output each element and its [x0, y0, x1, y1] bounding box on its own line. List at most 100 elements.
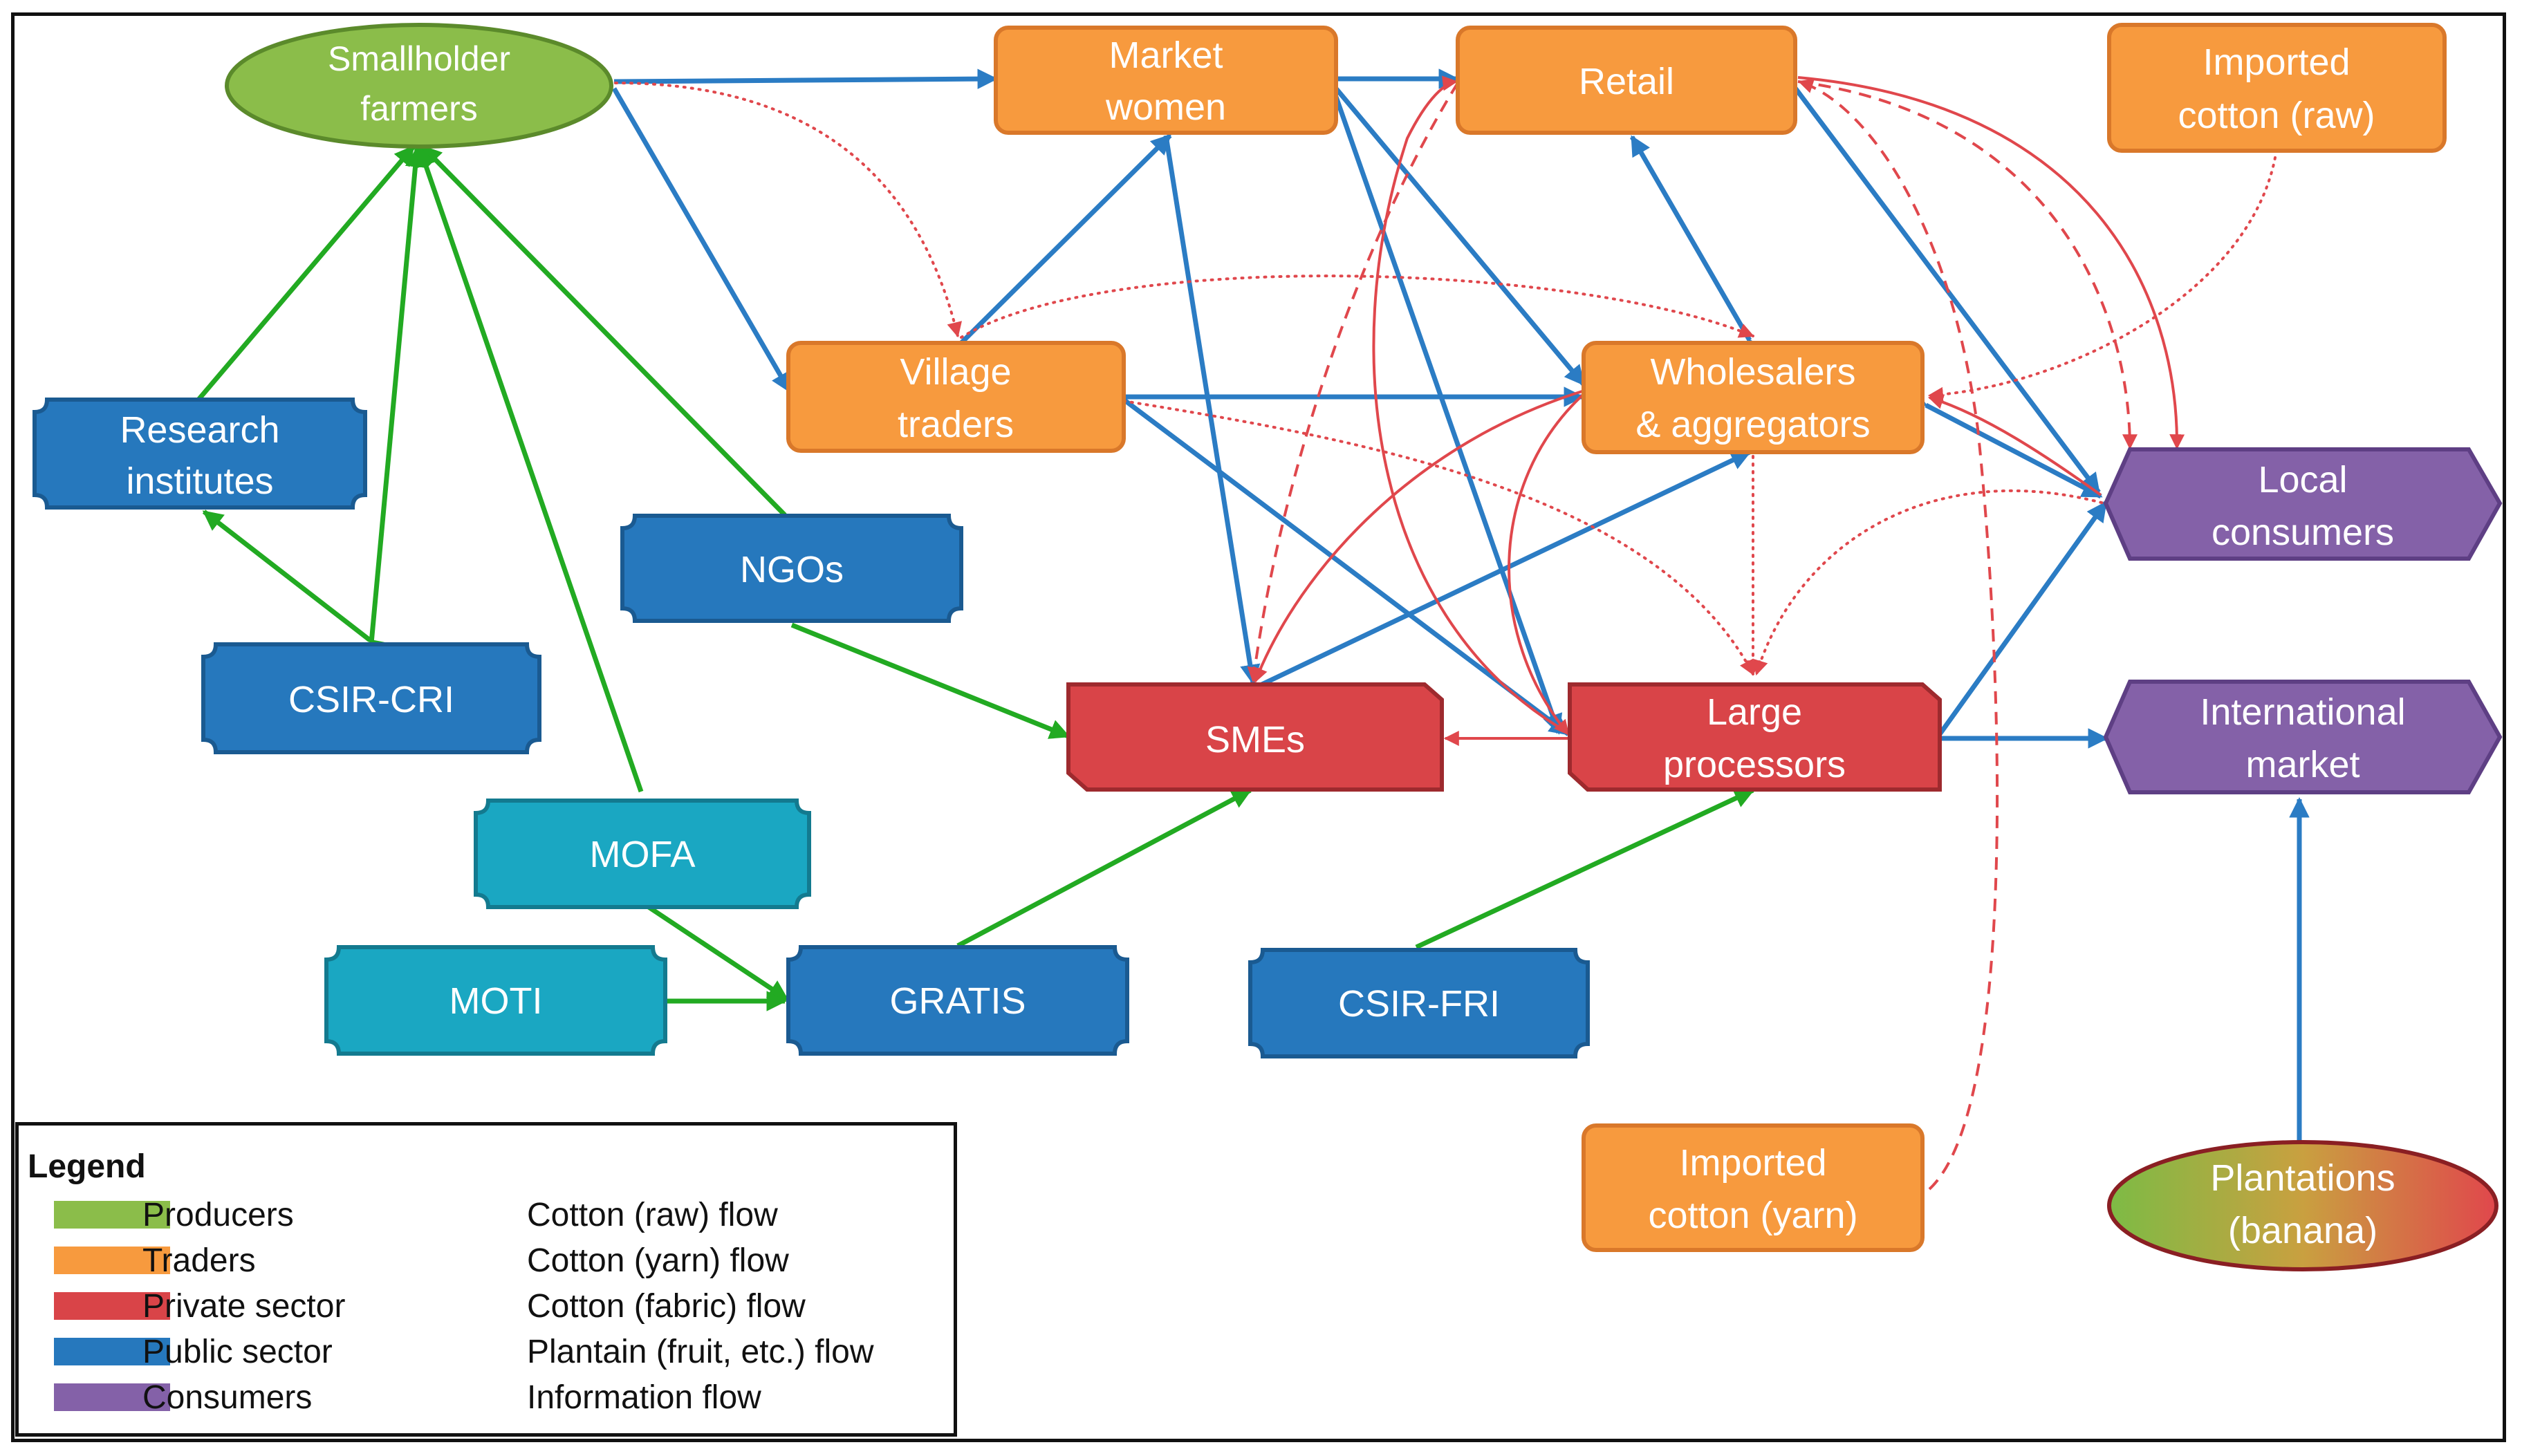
node-imported-cotton-yarn: Imported cotton (yarn)	[1582, 1123, 1925, 1252]
node-csir-fri-label: CSIR-FRI	[1338, 983, 1500, 1025]
node-local-consumers: Local consumers	[2103, 447, 2503, 561]
plantain-flow-farmers-to-villagetraders	[611, 87, 792, 393]
legend-label-consumers: Consumers	[142, 1379, 313, 1416]
plantain-flow-retail-wholesalers-bidir	[1629, 135, 1768, 362]
node-village-traders-label-1: Village	[900, 351, 1011, 393]
node-wholesalers: Wholesalers & aggregators	[1582, 341, 1925, 454]
node-international-market: International market	[2103, 680, 2503, 794]
info-flow-ngos-to-farmers	[420, 144, 787, 517]
node-plantations: Plantations (banana)	[2107, 1140, 2498, 1271]
node-mofa: MOFA	[474, 799, 811, 909]
node-csir-cri-label: CSIR-CRI	[288, 679, 454, 720]
info-flow-mofa-to-farmers	[416, 146, 644, 793]
plantain-flow-marketwomen-to-processors	[1333, 95, 1563, 735]
plantain-flow-villagetraders-to-marketwomen	[959, 133, 1172, 345]
legend-box	[15, 1122, 957, 1437]
node-plantations-label-1: Plantations	[2210, 1157, 2395, 1199]
legend-label-private: Private sector	[142, 1288, 346, 1325]
raw-flow-villagetraders-to-wholesalers	[960, 274, 1755, 339]
node-research-institutes: Research institutes	[33, 398, 367, 510]
legend-label-producers: Producers	[142, 1197, 294, 1233]
info-flow-ngos-to-smes	[790, 622, 1070, 739]
node-local-consumers-label-2: consumers	[2212, 512, 2394, 553]
info-flow-mofa-to-gratis	[645, 904, 789, 1001]
node-ngos-label: NGOs	[740, 549, 844, 590]
legend-swatch-public	[54, 1338, 170, 1365]
node-retail-label: Retail	[1579, 61, 1674, 102]
raw-flow-importedraw-to-wholesalers	[1927, 156, 2277, 402]
node-large-processors-label-1: Large	[1707, 691, 1802, 733]
fabric-flow-retail-to-local	[1797, 76, 2185, 450]
node-international-label-2: market	[2245, 744, 2359, 785]
node-gratis-label: GRATIS	[889, 980, 1026, 1022]
node-smallholder-label-2: farmers	[360, 89, 477, 128]
node-imported-cotton-raw: Imported cotton (raw)	[2107, 23, 2447, 153]
node-smes-label: SMEs	[1205, 719, 1305, 760]
node-smallholder-label-1: Smallholder	[328, 39, 510, 78]
legend-label-plantain-flow: Plantain (fruit, etc.) flow	[527, 1334, 874, 1370]
plantain-flow-wholesalers-local-bidir	[1904, 387, 2103, 499]
node-moti-label: MOTI	[449, 980, 543, 1022]
node-imported-raw-label-2: cotton (raw)	[2178, 95, 2375, 136]
node-plantations-label-2: (banana)	[2228, 1210, 2377, 1251]
node-wholesalers-label-1: Wholesalers	[1650, 351, 1855, 393]
node-gratis: GRATIS	[786, 945, 1129, 1056]
plantain-flow-marketwomen-to-wholesalers	[1334, 86, 1586, 386]
plantain-flow-farmers-to-marketwomen	[613, 68, 998, 89]
info-flow-csircri-to-farmers	[369, 147, 426, 644]
yarn-flow-importedyarn-to-retail	[1797, 78, 1999, 1191]
plantain-flow-smes-wholesalers-bidir	[1232, 449, 1752, 706]
yarn-flow-retail-to-smes	[1247, 82, 1459, 683]
raw-flow-villagetraders-to-processors	[1122, 400, 1754, 675]
node-research-label-1: Research	[120, 409, 279, 451]
fabric-flow-wholesalers-to-processors	[1508, 393, 1585, 736]
raw-flow-local-to-processors	[1753, 489, 2111, 676]
node-smallholder-farmers: Smallholder farmers	[225, 23, 613, 149]
node-large-processors-label-2: processors	[1663, 744, 1846, 785]
node-moti: MOTI	[324, 945, 667, 1056]
diagram-frame	[11, 12, 2506, 1442]
yarn-flow-retail-to-local	[1797, 80, 2138, 450]
plantain-flow-marketwomen-to-smes	[1163, 135, 1261, 685]
raw-flow-farmers-to-villagetraders	[614, 82, 962, 338]
node-market-women: Market women	[994, 26, 1338, 135]
info-flow-csirfri-to-processors	[1415, 787, 1755, 950]
legend-label-traders: Traders	[142, 1242, 256, 1279]
legend-swatch-consumers	[54, 1383, 170, 1411]
node-wholesalers-label-2: & aggregators	[1635, 404, 1870, 445]
node-market-women-label-2: women	[1105, 86, 1226, 128]
node-local-consumers-label-1: Local	[2258, 459, 2347, 501]
node-international-label-1: International	[2200, 691, 2405, 733]
info-flow-gratis-to-smes	[956, 787, 1252, 949]
info-flow-research-csircri	[202, 510, 391, 660]
info-flow-research-to-farmers	[196, 144, 416, 402]
legend-label-information-flow: Information flow	[527, 1379, 761, 1416]
node-imported-raw-label-1: Imported	[2203, 41, 2350, 83]
node-csir-fri: CSIR-FRI	[1248, 948, 1590, 1058]
fabric-flow-processors-to-retail	[1372, 75, 1569, 734]
legend-swatch-producers	[54, 1201, 170, 1229]
node-village-traders-label-2: traders	[898, 404, 1014, 445]
legend-swatch-traders	[54, 1247, 170, 1274]
node-csir-cri: CSIR-CRI	[201, 642, 541, 754]
legend-swatch-private	[54, 1292, 170, 1320]
legend-label-yarn-flow: Cotton (yarn) flow	[527, 1242, 789, 1279]
node-large-processors: Large processors	[1568, 682, 1942, 792]
legend-label-public: Public sector	[142, 1334, 333, 1370]
node-research-label-2: institutes	[126, 460, 273, 502]
legend-title: Legend	[28, 1148, 146, 1185]
node-mofa-label: MOFA	[589, 834, 695, 875]
node-retail: Retail	[1456, 26, 1797, 135]
plantain-flow-processors-to-local	[1938, 501, 2108, 736]
node-market-women-label-1: Market	[1109, 35, 1223, 76]
node-imported-yarn-label-2: cotton (yarn)	[1648, 1195, 1857, 1236]
node-village-traders: Village traders	[786, 341, 1126, 453]
node-smes: SMEs	[1066, 682, 1444, 792]
fabric-flow-wholesalers-to-smes	[1252, 390, 1583, 684]
node-ngos: NGOs	[620, 514, 963, 623]
legend-label-raw-flow: Cotton (raw) flow	[527, 1197, 778, 1233]
fabric-flow-local-to-wholesalers	[1927, 394, 2102, 496]
node-imported-yarn-label-1: Imported	[1679, 1142, 1826, 1184]
